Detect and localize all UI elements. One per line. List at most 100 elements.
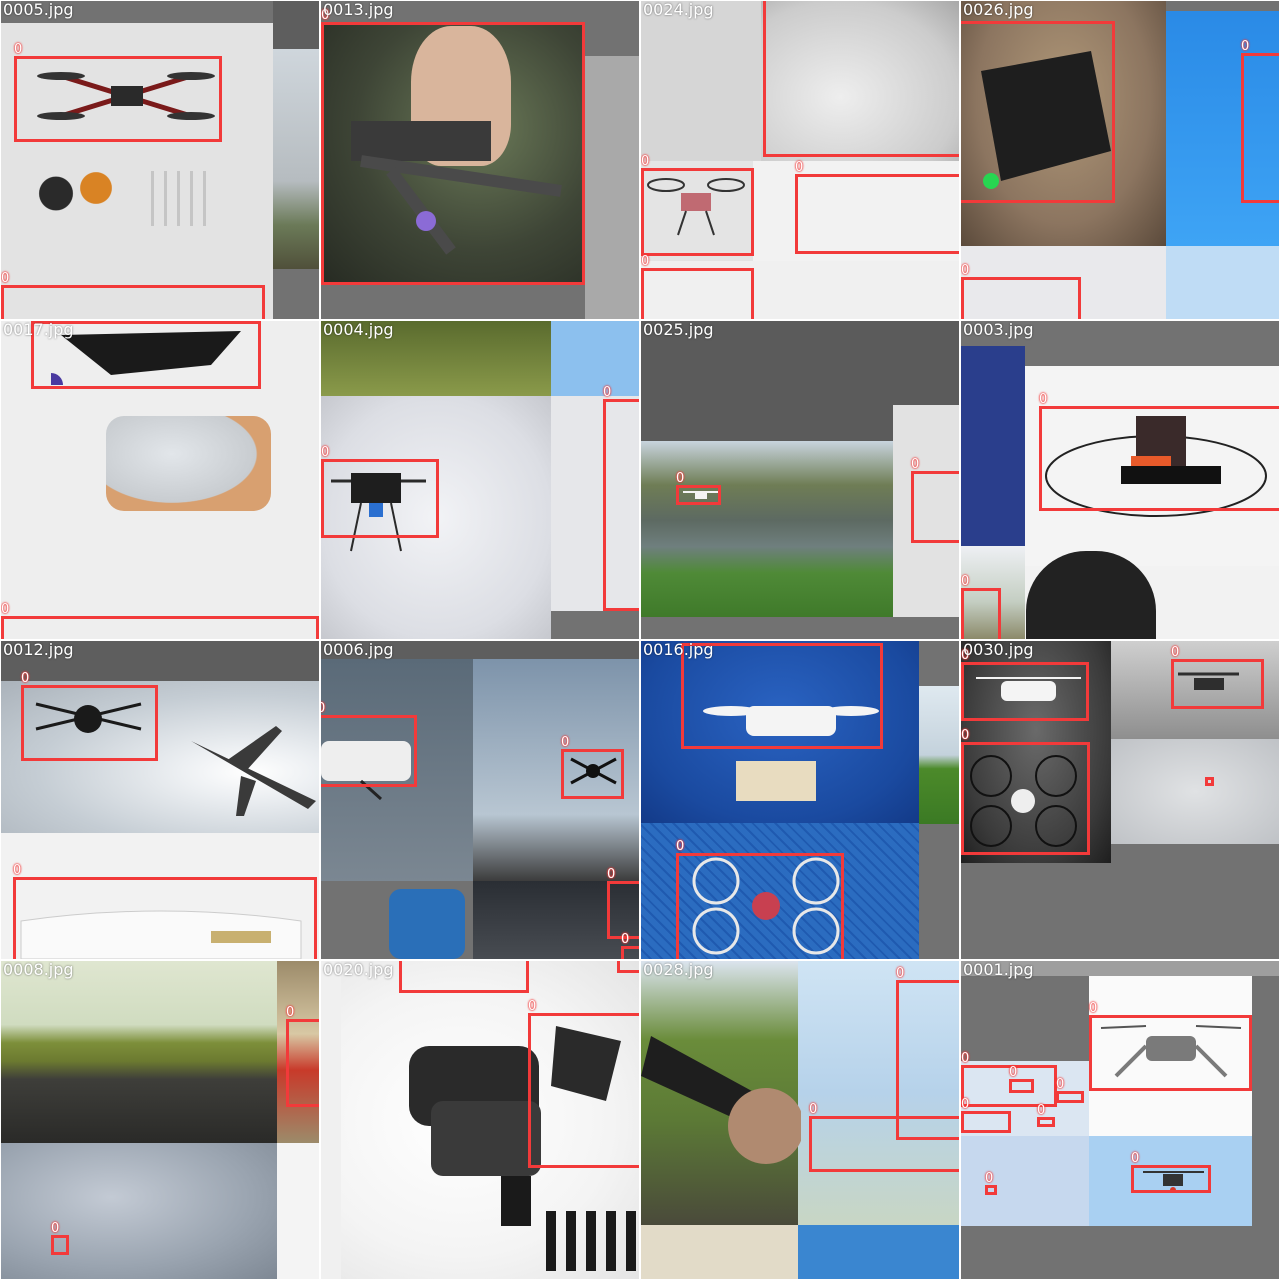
- detection-box: [763, 1, 959, 157]
- mosaic-tile: 0 0 0026.jpg: [961, 1, 1279, 319]
- image-fragment: [893, 405, 959, 619]
- mosaic-tile: 0 0 0004.jpg: [321, 321, 639, 639]
- image-fragment: [389, 889, 465, 959]
- drone-image: [647, 178, 745, 236]
- class-label: 0: [1171, 645, 1180, 660]
- image-filename: 0016.jpg: [643, 641, 714, 659]
- class-label: 0: [607, 867, 616, 882]
- image-fragment: [321, 961, 341, 1279]
- class-label: 0: [321, 8, 330, 23]
- image-fragment: [798, 1225, 959, 1279]
- detection-box: 0: [961, 264, 1081, 319]
- image-filename: 0003.jpg: [963, 321, 1034, 339]
- detection-box: 0: [961, 1098, 1011, 1133]
- image-fragment: [919, 824, 959, 959]
- detection-box: 0: [641, 255, 754, 319]
- image-fragment: [641, 1, 761, 161]
- class-label: 0: [911, 457, 920, 472]
- drone-image: [1178, 672, 1239, 690]
- image-filename: 0013.jpg: [323, 1, 394, 19]
- detection-box: 0: [31, 321, 261, 389]
- detection-box: 0: [21, 672, 158, 761]
- image-fragment: [1166, 11, 1279, 246]
- drone-image: [37, 72, 215, 120]
- class-label: 0: [961, 1051, 970, 1066]
- class-label: 0: [621, 932, 630, 947]
- mosaic-tile: 0 0 0005.jpg: [1, 1, 319, 319]
- class-label: 0: [681, 641, 689, 643]
- detection-box: 0: [603, 386, 639, 611]
- image-filename: 0030.jpg: [963, 641, 1034, 659]
- image-filename: 0017.jpg: [3, 321, 74, 339]
- image-filename: 0004.jpg: [323, 321, 394, 339]
- detection-box: [961, 21, 1115, 203]
- class-label: 0: [1, 602, 10, 617]
- image-fragment: [501, 1176, 531, 1226]
- image-fragment: [473, 659, 639, 881]
- mosaic-tile: 0 0 0 0 0 0 0 0 0001.jpg: [961, 961, 1279, 1279]
- detection-box: [1205, 777, 1214, 786]
- class-label: 0: [1009, 1065, 1018, 1080]
- detection-box: 0: [896, 967, 959, 1140]
- class-label: 0: [561, 735, 570, 750]
- drone-image: [683, 491, 719, 499]
- class-label: 0: [961, 263, 970, 278]
- class-label: 0: [1241, 39, 1250, 54]
- class-label: 0: [51, 1221, 60, 1236]
- detection-box: 0: [1056, 1078, 1084, 1103]
- image-fragment: [641, 441, 893, 617]
- image-fragment: [273, 1, 319, 49]
- image-filename: 0026.jpg: [963, 1, 1034, 19]
- detection-box: 0: [1089, 1002, 1252, 1091]
- detection-box: 0: [961, 1052, 1057, 1107]
- mosaic-tile: 0 0 0028.jpg: [641, 961, 959, 1279]
- rifle-image: [641, 1036, 801, 1164]
- detection-box: 0: [809, 1103, 959, 1172]
- detection-box: [617, 961, 639, 973]
- image-fragment: [277, 961, 319, 1143]
- drone-image: [976, 677, 1081, 701]
- image-fragment: [641, 617, 959, 639]
- detection-box: 0: [681, 641, 883, 749]
- detection-box: 0: [1, 272, 265, 319]
- detection-box: 0: [985, 1172, 997, 1195]
- drone-image: [692, 857, 840, 955]
- image-fragment: [1111, 739, 1279, 844]
- class-label: 0: [14, 42, 23, 57]
- class-label: 0: [1, 271, 10, 286]
- detection-box: 0: [14, 43, 222, 142]
- mosaic-tile: 0 0 0012.jpg: [1, 641, 319, 959]
- image-fragment: [961, 246, 1166, 319]
- detection-box: [399, 961, 529, 993]
- image-fragment: [1, 1143, 277, 1279]
- mosaic-tile: 0 0013.jpg: [321, 1, 639, 319]
- detection-box: 0: [795, 161, 959, 254]
- image-fragment: [551, 321, 639, 396]
- image-fragment: [1, 681, 319, 833]
- image-fragment: [761, 1, 959, 161]
- class-label: 0: [603, 385, 612, 400]
- mosaic-tile: 0 0 0025.jpg: [641, 321, 959, 639]
- class-label: 0: [321, 445, 330, 460]
- mosaic-tile: 0 0 0017.jpg: [1, 321, 319, 639]
- detection-box: 0: [1171, 646, 1264, 709]
- image-filename: 0024.jpg: [643, 1, 714, 19]
- detection-box: 0: [321, 446, 439, 538]
- image-fragment: [106, 416, 271, 511]
- mosaic-tile: 0 0 0 0024.jpg: [641, 1, 959, 319]
- image-fragment: [919, 686, 959, 824]
- image-filename: 0012.jpg: [3, 641, 74, 659]
- mosaic-tile: 0 0 0003.jpg: [961, 321, 1279, 639]
- image-filename: 0005.jpg: [3, 1, 74, 19]
- class-label: 0: [809, 1102, 818, 1117]
- image-fragment: [551, 611, 639, 639]
- drone-image: [351, 121, 562, 255]
- detection-box: 0: [1009, 1066, 1034, 1093]
- detection-box: 0: [911, 458, 959, 543]
- class-label: 0: [1131, 1151, 1140, 1166]
- drone-image: [35, 702, 142, 733]
- detection-box: 0: [961, 729, 1090, 855]
- class-label: 0: [896, 966, 905, 981]
- drone-image: [51, 331, 241, 385]
- detection-box: 0: [607, 868, 639, 939]
